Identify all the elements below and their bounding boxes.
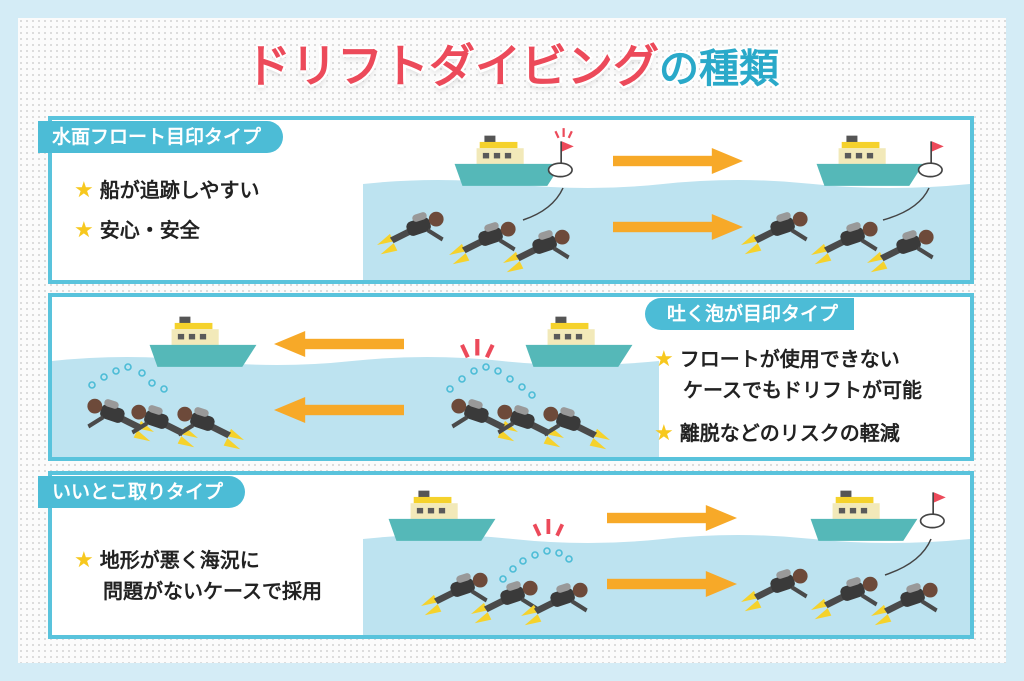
float-scene-illustration <box>363 120 970 280</box>
title-sub: の種類 <box>659 46 779 92</box>
hybrid-bullet-1: ★地形が悪く海況に問題がないケースで採用 <box>74 548 322 603</box>
hybrid-scene-illustration <box>363 475 970 635</box>
section-float-label: 水面フロート目印タイプ <box>38 121 284 153</box>
section-hybrid-label: いいとこ取りタイプ <box>38 476 246 508</box>
title-main: ドリフトダイビング <box>244 38 660 94</box>
section-bubble-label: 吐く泡が目印タイプ <box>645 298 855 330</box>
star-icon: ★ <box>654 347 674 372</box>
section-bubble-panel <box>48 293 974 461</box>
star-icon: ★ <box>654 421 674 446</box>
float-bullet-2: ★安心・安全 <box>74 218 200 243</box>
bubble-bullet-1: ★フロートが使用できないケースでもドリフトが可能 <box>654 347 922 402</box>
section-hybrid-panel <box>48 471 974 639</box>
float-bullet-1: ★船が追跡しやすい <box>74 178 260 203</box>
bubble-scene-illustration <box>52 297 659 457</box>
bubble-bullet-2: ★離脱などのリスクの軽減 <box>654 421 900 446</box>
star-icon: ★ <box>74 178 94 203</box>
star-icon: ★ <box>74 548 94 573</box>
page-title: ドリフトダイビングの種類 <box>0 30 1024 96</box>
star-icon: ★ <box>74 218 94 243</box>
